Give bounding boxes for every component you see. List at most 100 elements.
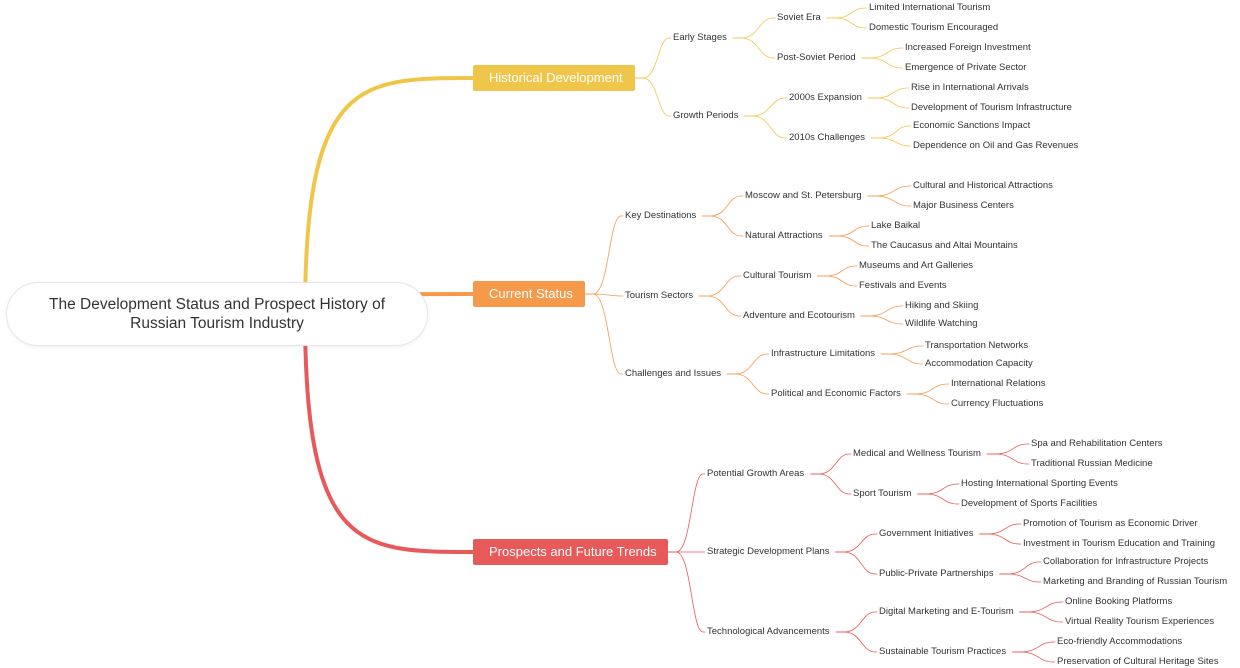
leaf-wildlife-watching[interactable]: Wildlife Watching [905, 318, 978, 329]
connector-promotion-of-tourism-as-economic-driver [979, 523, 1022, 535]
connector-dependence-on-oil-and-gas-revenues [870, 137, 912, 147]
leaf-preservation-of-cultural-heritage-sites[interactable]: Preservation of Cultural Heritage Sites [1057, 656, 1219, 667]
connector-virtual-reality-tourism-experiences [1019, 611, 1064, 623]
connector-medical-and-wellness-tourism [810, 453, 852, 475]
connector-public-private-partnerships [835, 551, 878, 575]
connector-technological-advancements [667, 551, 706, 633]
subtopic-public-private-partnerships[interactable]: Public-Private Partnerships [879, 568, 994, 579]
subtopic-infrastructure-limitations[interactable]: Infrastructure Limitations [771, 348, 876, 359]
topic-key-destinations[interactable]: Key Destinations [625, 210, 697, 221]
leaf-domestic-tourism-encouraged[interactable]: Domestic Tourism Encouraged [869, 22, 999, 33]
subtopic-sport-tourism[interactable]: Sport Tourism [853, 488, 912, 499]
leaf-marketing-and-branding-of-russian-tourism[interactable]: Marketing and Branding of Russian Touris… [1043, 576, 1228, 587]
connector-transportation-networks [880, 345, 924, 355]
leaf-promotion-of-tourism-as-economic-driver[interactable]: Promotion of Tourism as Economic Driver [1023, 518, 1198, 529]
connector-challenges-and-issues [584, 293, 624, 375]
leaf-collaboration-for-infrastructure-projects[interactable]: Collaboration for Infrastructure Project… [1043, 556, 1209, 567]
root-title-line2: Russian Tourism Industry [130, 315, 304, 332]
connector-cultural-and-historical-attractions [867, 185, 912, 197]
subtopic-digital-marketing-and-e-tourism[interactable]: Digital Marketing and E-Tourism [879, 606, 1014, 617]
leaf-spa-and-rehabilitation-centers[interactable]: Spa and Rehabilitation Centers [1031, 438, 1163, 449]
connector-infrastructure-limitations [726, 353, 770, 375]
connector-hosting-international-sporting-events [917, 483, 960, 495]
leaf-cultural-and-historical-attractions[interactable]: Cultural and Historical Attractions [913, 180, 1053, 191]
topic-potential-growth-areas[interactable]: Potential Growth Areas [707, 468, 805, 479]
leaf-museums-and-art-galleries[interactable]: Museums and Art Galleries [859, 260, 974, 271]
topic-growth-periods[interactable]: Growth Periods [673, 110, 739, 121]
leaf-major-business-centers[interactable]: Major Business Centers [913, 200, 1014, 211]
connector-international-relations [906, 383, 950, 395]
leaf-accommodation-capacity[interactable]: Accommodation Capacity [925, 358, 1033, 369]
connector-moscow-and-st-petersburg [701, 195, 744, 217]
connector-festivals-and-events [817, 275, 858, 287]
connector-growth-periods [634, 77, 672, 117]
subtopic-moscow-and-st-petersburg[interactable]: Moscow and St. Petersburg [745, 190, 862, 201]
leaf-virtual-reality-tourism-experiences[interactable]: Virtual Reality Tourism Experiences [1065, 616, 1215, 627]
leaf-development-of-tourism-infrastructure[interactable]: Development of Tourism Infrastructure [911, 102, 1072, 113]
connector-post-soviet-period [732, 37, 776, 59]
connector-2000s-expansion [744, 97, 788, 117]
subtopic-adventure-and-ecotourism[interactable]: Adventure and Ecotourism [743, 310, 855, 321]
root-topic[interactable]: The Development Status and Prospect Hist… [7, 283, 427, 345]
branch-current-status[interactable]: Current Status [473, 281, 585, 307]
connector-economic-sanctions-impact [870, 125, 912, 139]
connector-sport-tourism [810, 473, 852, 495]
leaf-currency-fluctuations[interactable]: Currency Fluctuations [951, 398, 1044, 409]
leaf-the-caucasus-and-altai-mountains[interactable]: The Caucasus and Altai Mountains [871, 240, 1018, 251]
topic-technological-advancements[interactable]: Technological Advancements [707, 626, 830, 637]
connector-eco-friendly-accommodations [1011, 641, 1056, 653]
subtopic-medical-and-wellness-tourism[interactable]: Medical and Wellness Tourism [853, 448, 981, 459]
subtopic-sustainable-tourism-practices[interactable]: Sustainable Tourism Practices [879, 646, 1007, 657]
connector-limited-international-tourism [826, 7, 868, 19]
leaf-hiking-and-skiing[interactable]: Hiking and Skiing [905, 300, 979, 311]
connector-cultural-tourism [698, 275, 742, 297]
subtopic-government-initiatives[interactable]: Government Initiatives [879, 528, 974, 539]
leaf-lake-baikal[interactable]: Lake Baikal [871, 220, 921, 231]
leaf-hosting-international-sporting-events[interactable]: Hosting International Sporting Events [961, 478, 1118, 489]
leaf-emergence-of-private-sector[interactable]: Emergence of Private Sector [905, 62, 1027, 73]
topic-challenges-and-issues[interactable]: Challenges and Issues [625, 368, 722, 379]
topic-strategic-development-plans[interactable]: Strategic Development Plans [707, 546, 830, 557]
connector-digital-marketing-and-e-tourism [835, 611, 878, 633]
leaf-rise-in-international-arrivals[interactable]: Rise in International Arrivals [911, 82, 1029, 93]
connector-preservation-of-cultural-heritage-sites [1011, 651, 1056, 663]
topic-tourism-sectors[interactable]: Tourism Sectors [625, 290, 694, 301]
connector-marketing-and-branding-of-russian-tourism [999, 573, 1042, 583]
branch-prospects-and-future-trends[interactable]: Prospects and Future Trends [473, 539, 668, 565]
subtopic-2000s-expansion[interactable]: 2000s Expansion [789, 92, 862, 103]
leaf-increased-foreign-investment[interactable]: Increased Foreign Investment [905, 42, 1031, 53]
leaf-traditional-russian-medicine[interactable]: Traditional Russian Medicine [1031, 458, 1153, 469]
subtopic-soviet-era[interactable]: Soviet Era [777, 12, 821, 23]
subtopic-natural-attractions[interactable]: Natural Attractions [745, 230, 823, 241]
leaf-transportation-networks[interactable]: Transportation Networks [925, 340, 1029, 351]
topic-early-stages[interactable]: Early Stages [673, 32, 727, 43]
leaf-economic-sanctions-impact[interactable]: Economic Sanctions Impact [913, 120, 1031, 131]
connector-domestic-tourism-encouraged [826, 17, 868, 29]
connector-early-stages [634, 37, 672, 79]
leaf-online-booking-platforms[interactable]: Online Booking Platforms [1065, 596, 1173, 607]
connector-government-initiatives [835, 533, 878, 553]
leaf-limited-international-tourism[interactable]: Limited International Tourism [869, 2, 991, 13]
subtopic-cultural-tourism[interactable]: Cultural Tourism [743, 270, 812, 281]
leaf-dependence-on-oil-and-gas-revenues[interactable]: Dependence on Oil and Gas Revenues [913, 140, 1079, 151]
root-title-line1: The Development Status and Prospect Hist… [49, 296, 385, 313]
connector-political-and-economic-factors [726, 373, 770, 395]
leaf-eco-friendly-accommodations[interactable]: Eco-friendly Accommodations [1057, 636, 1183, 647]
connector-key-destinations [584, 215, 624, 295]
connector-tourism-sectors [584, 293, 624, 297]
leaf-international-relations[interactable]: International Relations [951, 378, 1046, 389]
leaf-investment-in-tourism-education-and-training[interactable]: Investment in Tourism Education and Trai… [1023, 538, 1216, 549]
connector-the-caucasus-and-altai-mountains [828, 235, 870, 247]
subtopic-2010s-challenges[interactable]: 2010s Challenges [789, 132, 866, 143]
connector-spa-and-rehabilitation-centers [986, 443, 1030, 455]
connector-rise-in-international-arrivals [867, 87, 910, 99]
connector-museums-and-art-galleries [817, 265, 858, 277]
connector-root-prospects-and-future-trends [303, 312, 475, 554]
subtopic-political-and-economic-factors[interactable]: Political and Economic Factors [771, 388, 901, 399]
branch-historical-development[interactable]: Historical Development [473, 65, 635, 91]
connector-online-booking-platforms [1019, 601, 1064, 613]
leaf-development-of-sports-facilities[interactable]: Development of Sports Facilities [961, 498, 1098, 509]
subtopic-post-soviet-period[interactable]: Post-Soviet Period [777, 52, 856, 63]
connector-increased-foreign-investment [861, 47, 904, 59]
leaf-festivals-and-events[interactable]: Festivals and Events [859, 280, 947, 291]
